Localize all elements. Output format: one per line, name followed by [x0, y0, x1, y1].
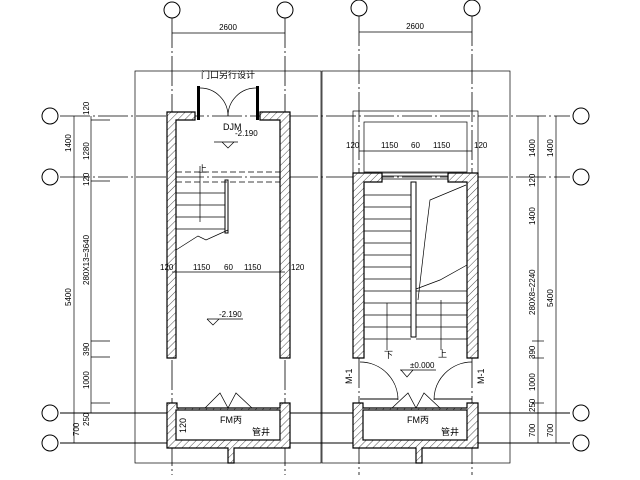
left-inner-dim: 390 — [82, 342, 91, 356]
width-dim: 1150 — [193, 263, 211, 272]
shaft-label: 管井 — [252, 426, 270, 437]
level-symbol — [400, 369, 436, 378]
shaft-label: 管井 — [441, 426, 459, 437]
width-dim: 60 — [411, 141, 420, 150]
right-inner-dim: 1400 — [528, 207, 537, 225]
door-tag: DJM — [223, 122, 242, 132]
down-label: 下 — [384, 350, 393, 360]
stair-treads — [364, 194, 467, 340]
horizontal-axis-lines — [60, 115, 570, 444]
right-outer-dim: 5400 — [546, 289, 555, 307]
left-top-dimension: 2600 — [219, 23, 237, 32]
bottom-room-label: FM丙 — [220, 415, 242, 425]
right-inner-dim: 1000 — [528, 373, 537, 391]
stair-treads — [176, 192, 225, 230]
right-inner-dim: 700 — [528, 423, 537, 437]
left-inner-dim: 1280 — [82, 142, 91, 160]
left-dim-ticks — [91, 119, 110, 404]
door-label-left: M-1 — [344, 369, 354, 385]
left-inner-dim: 280X13=3640 — [82, 234, 91, 285]
up-label: 上 — [198, 164, 207, 174]
entrance-note: 门口另行设计 — [201, 69, 255, 80]
grid-bubble — [41, 404, 59, 422]
canopy-inner — [363, 121, 468, 173]
bottom-door — [204, 392, 253, 409]
top-level-mark: -2.190 — [235, 129, 258, 138]
left-plan: 2600 门口另行设计 DJM -2.190 上 120 115 — [64, 23, 305, 464]
grid-bubble — [350, 0, 368, 17]
grid-bubble — [572, 168, 590, 186]
left-wall — [166, 111, 196, 359]
grid-bubbles — [41, 0, 590, 452]
bottom-wall-dim: 120 — [178, 418, 188, 433]
width-dim: 120 — [346, 141, 360, 150]
grid-bubble — [41, 168, 59, 186]
up-label: 上 — [438, 349, 447, 359]
canopy-outline — [352, 110, 479, 174]
left-inner-dim: 1000 — [82, 371, 91, 389]
left-outer-dim: 1400 — [64, 134, 73, 152]
width-dim: 1150 — [244, 263, 262, 272]
grid-bubble — [572, 434, 590, 452]
bottom-room-label: FM丙 — [407, 415, 429, 425]
left-wall — [352, 172, 383, 359]
right-inner-dim: 280X8=2240 — [528, 269, 537, 315]
right-wall — [447, 172, 479, 359]
left-inner-dim: 120 — [82, 172, 91, 186]
right-inner-dim: 390 — [528, 345, 537, 359]
right-inner-dim: 250 — [528, 398, 537, 412]
door-label-right: M-1 — [476, 369, 486, 385]
level-symbol — [214, 141, 238, 149]
grid-bubble — [163, 1, 181, 19]
left-outer-dim: 5400 — [64, 288, 73, 306]
grid-bubble — [572, 107, 590, 125]
ground-level-mark: ±0.000 — [410, 361, 435, 370]
left-inner-dim: 120 — [82, 101, 91, 115]
width-dim: 1150 — [381, 141, 399, 150]
grid-bubble — [41, 107, 59, 125]
grid-bubble — [572, 404, 590, 422]
width-dim: 120 — [291, 263, 305, 272]
width-dim: 120 — [160, 263, 174, 272]
right-inner-dim: 1400 — [528, 139, 537, 157]
grid-bubble — [41, 434, 59, 452]
left-inner-dim: 250 — [82, 412, 91, 426]
mid-level-mark: -2.190 — [219, 310, 242, 319]
width-dim: 120 — [474, 141, 488, 150]
width-dim: 1150 — [433, 141, 451, 150]
right-inner-dim: 120 — [528, 173, 537, 187]
grid-bubble — [276, 1, 294, 19]
right-plan: 2600 120 1150 60 1150 120 — [344, 22, 557, 464]
right-outer-dim: 1400 — [546, 139, 555, 157]
left-outer-dim: 700 — [72, 422, 81, 436]
entrance-double-door — [197, 86, 259, 120]
level-symbol — [206, 318, 243, 326]
right-top-dimension: 2600 — [406, 22, 424, 31]
width-dim: 60 — [224, 263, 233, 272]
grid-bubble — [463, 0, 481, 17]
right-wall — [259, 111, 291, 359]
right-outer-dim: 700 — [546, 423, 555, 437]
right-dim-ticks — [532, 340, 544, 404]
